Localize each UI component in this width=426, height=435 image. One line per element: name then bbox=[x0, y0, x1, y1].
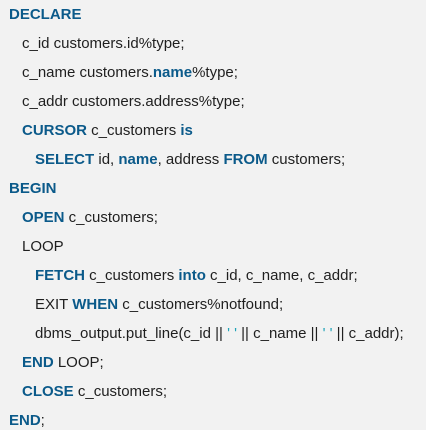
code-keyword: FROM bbox=[223, 151, 268, 168]
code-line: DECLARE bbox=[0, 0, 426, 29]
code-text: customers; bbox=[267, 151, 346, 168]
code-string: ' ' bbox=[227, 325, 237, 342]
code-keyword: SELECT bbox=[35, 151, 95, 168]
code-keyword: END bbox=[9, 412, 41, 429]
code-text: c_customers bbox=[87, 122, 181, 139]
code-keyword: name bbox=[152, 64, 193, 81]
code-keyword: WHEN bbox=[72, 296, 119, 313]
code-line: EXIT WHEN c_customers%notfound; bbox=[0, 290, 426, 319]
code-text: c_id customers.id%type; bbox=[22, 35, 185, 52]
code-keyword: is bbox=[180, 122, 193, 139]
code-line: c_addr customers.address%type; bbox=[0, 87, 426, 116]
code-line: SELECT id, name, address FROM customers; bbox=[0, 145, 426, 174]
code-line: c_id customers.id%type; bbox=[0, 29, 426, 58]
code-text: LOOP; bbox=[53, 354, 104, 371]
code-text: , address bbox=[157, 151, 224, 168]
code-line: OPEN c_customers; bbox=[0, 203, 426, 232]
code-keyword: END bbox=[22, 354, 54, 371]
code-text: || c_addr); bbox=[332, 325, 404, 342]
code-line: dbms_output.put_line(c_id || ' ' || c_na… bbox=[0, 319, 426, 348]
code-text: EXIT bbox=[35, 296, 73, 313]
code-text: dbms_output.put_line(c_id || bbox=[35, 325, 228, 342]
code-line: FETCH c_customers into c_id, c_name, c_a… bbox=[0, 261, 426, 290]
code-text: ; bbox=[40, 412, 45, 429]
code-line: CLOSE c_customers; bbox=[0, 377, 426, 406]
code-line: END LOOP; bbox=[0, 348, 426, 377]
code-text: %type; bbox=[192, 64, 238, 81]
code-text: || c_name || bbox=[236, 325, 323, 342]
code-text: c_customers bbox=[85, 267, 179, 284]
code-text: c_customers%notfound; bbox=[118, 296, 284, 313]
code-text: c_name customers. bbox=[22, 64, 153, 81]
code-keyword: name bbox=[118, 151, 158, 168]
code-keyword: DECLARE bbox=[9, 6, 82, 23]
code-text: c_customers; bbox=[73, 383, 168, 400]
code-text: c_customers; bbox=[64, 209, 158, 226]
code-keyword: BEGIN bbox=[9, 180, 57, 197]
code-line: LOOP bbox=[0, 232, 426, 261]
code-keyword: CURSOR bbox=[22, 122, 88, 139]
code-line: c_name customers.name%type; bbox=[0, 58, 426, 87]
code-line: CURSOR c_customers is bbox=[0, 116, 426, 145]
code-keyword: CLOSE bbox=[22, 383, 74, 400]
code-text: c_id, c_name, c_addr; bbox=[205, 267, 358, 284]
code-keyword: into bbox=[178, 267, 206, 284]
code-keyword: OPEN bbox=[22, 209, 65, 226]
code-text: c_addr customers.address%type; bbox=[22, 93, 245, 110]
code-line: END; bbox=[0, 406, 426, 435]
code-text: id, bbox=[94, 151, 119, 168]
code-line: BEGIN bbox=[0, 174, 426, 203]
code-text: LOOP bbox=[22, 238, 64, 255]
code-keyword: FETCH bbox=[35, 267, 85, 284]
code-string: ' ' bbox=[322, 325, 333, 342]
